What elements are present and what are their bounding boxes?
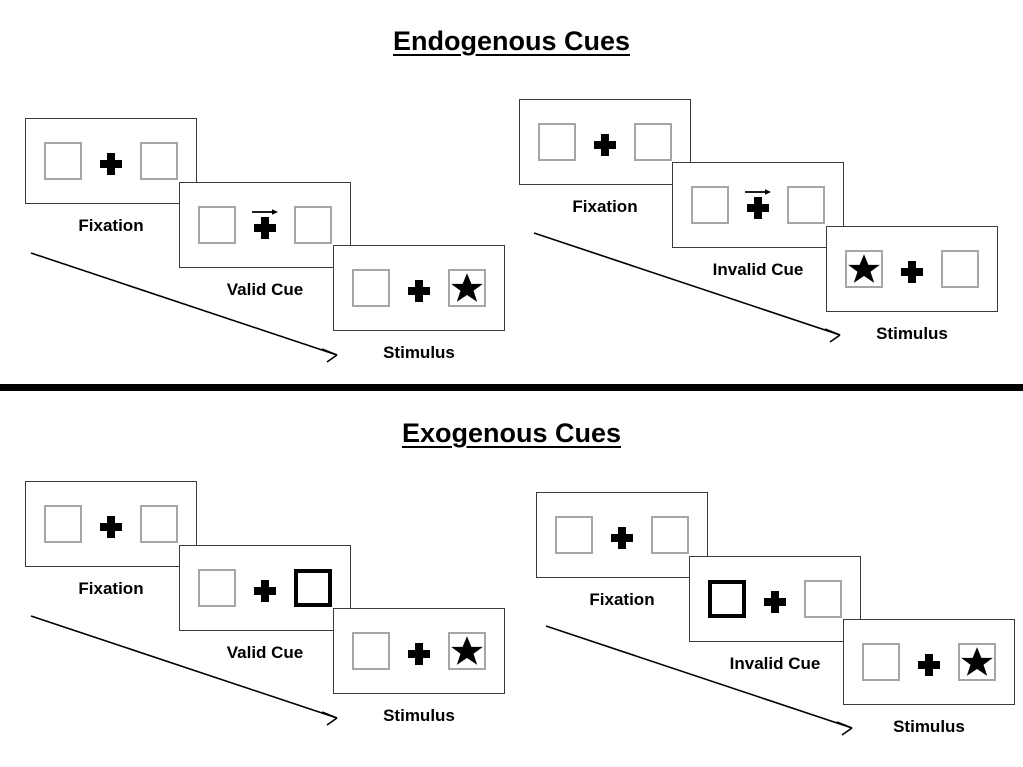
panel-label-invalid-cue: Invalid Cue xyxy=(729,654,821,673)
panel-label-fixation: Fixation xyxy=(589,590,655,609)
star-icon xyxy=(848,254,880,283)
placeholder-box-left xyxy=(198,206,236,244)
placeholder-box-right xyxy=(651,516,689,554)
fixation-cross-wrap xyxy=(897,250,927,288)
panel-exogenous-valid-stimulus xyxy=(333,608,505,694)
fixation-cross-icon xyxy=(100,153,122,175)
panel-label-fixation: Fixation xyxy=(572,197,638,216)
fixation-cross-icon xyxy=(594,134,616,156)
placeholder-box-left xyxy=(44,142,82,180)
section-title-endogenous: Endogenous Cues xyxy=(392,26,630,56)
time-flow-arrow-icon xyxy=(30,615,338,726)
fixation-cross-wrap xyxy=(590,123,620,161)
placeholder-box-right xyxy=(634,123,672,161)
time-flow-arrow-icon xyxy=(533,232,841,343)
fixation-cross-icon xyxy=(901,261,923,283)
panel-label-valid-cue: Valid Cue xyxy=(226,643,304,662)
star-icon xyxy=(451,273,483,302)
fixation-cross-icon xyxy=(611,527,633,549)
fixation-cross-wrap xyxy=(743,186,773,224)
fixation-cross-icon xyxy=(918,654,940,676)
panel-label-stimulus: Stimulus xyxy=(383,706,455,725)
cue-box-right xyxy=(294,569,332,607)
fixation-cross-wrap xyxy=(404,269,434,307)
panel-label-stimulus: Stimulus xyxy=(383,343,455,362)
fixation-cross-wrap xyxy=(914,643,944,681)
fixation-cross-icon xyxy=(408,280,430,302)
panel-label-valid-cue: Valid Cue xyxy=(226,280,304,299)
fixation-cross-wrap xyxy=(760,580,790,618)
stimulus-box-right xyxy=(958,643,996,681)
panel-label-fixation: Fixation xyxy=(78,579,144,598)
placeholder-box-left xyxy=(538,123,576,161)
fixation-cross-icon xyxy=(764,591,786,613)
fixation-cross-icon xyxy=(254,580,276,602)
cue-box-left xyxy=(708,580,746,618)
panel-endogenous-invalid-fixation xyxy=(519,99,691,185)
section-title-exogenous: Exogenous Cues xyxy=(401,418,622,448)
fixation-cross-wrap xyxy=(404,632,434,670)
panel-exogenous-invalid-cue xyxy=(689,556,861,642)
panel-label-stimulus: Stimulus xyxy=(876,324,948,343)
fixation-cross-icon xyxy=(747,197,769,219)
time-flow-arrow-icon xyxy=(545,625,853,736)
fixation-cross-wrap xyxy=(96,142,126,180)
panel-endogenous-invalid-stimulus xyxy=(826,226,998,312)
panel-exogenous-valid-fixation xyxy=(25,481,197,567)
panel-endogenous-valid-fixation xyxy=(25,118,197,204)
panel-label-stimulus: Stimulus xyxy=(893,717,965,736)
arrow-right-cue-icon xyxy=(745,189,771,195)
stimulus-box-right xyxy=(448,269,486,307)
placeholder-box-right xyxy=(804,580,842,618)
placeholder-box-right xyxy=(787,186,825,224)
star-icon xyxy=(961,647,993,676)
panel-exogenous-valid-cue xyxy=(179,545,351,631)
placeholder-box-left xyxy=(555,516,593,554)
placeholder-box-left xyxy=(352,632,390,670)
stimulus-box-right xyxy=(448,632,486,670)
fixation-cross-wrap xyxy=(250,569,280,607)
placeholder-box-right xyxy=(140,505,178,543)
fixation-cross-icon xyxy=(100,516,122,538)
fixation-cross-icon xyxy=(254,217,276,239)
placeholder-box-right xyxy=(941,250,979,288)
placeholder-box-left xyxy=(198,569,236,607)
panel-endogenous-valid-cue xyxy=(179,182,351,268)
placeholder-box-right xyxy=(294,206,332,244)
placeholder-box-right xyxy=(140,142,178,180)
placeholder-box-left xyxy=(352,269,390,307)
panel-endogenous-valid-stimulus xyxy=(333,245,505,331)
fixation-cross-wrap xyxy=(250,206,280,244)
star-icon xyxy=(451,636,483,665)
stimulus-box-left xyxy=(845,250,883,288)
panel-label-invalid-cue: Invalid Cue xyxy=(712,260,804,279)
panel-exogenous-invalid-stimulus xyxy=(843,619,1015,705)
fixation-cross-wrap xyxy=(96,505,126,543)
placeholder-box-left xyxy=(691,186,729,224)
arrow-right-cue-icon xyxy=(252,209,278,215)
placeholder-box-left xyxy=(44,505,82,543)
panel-exogenous-invalid-fixation xyxy=(536,492,708,578)
placeholder-box-left xyxy=(862,643,900,681)
fixation-cross-icon xyxy=(408,643,430,665)
panel-endogenous-invalid-cue xyxy=(672,162,844,248)
section-divider xyxy=(0,384,1023,391)
panel-label-fixation: Fixation xyxy=(78,216,144,235)
time-flow-arrow-icon xyxy=(30,252,338,363)
fixation-cross-wrap xyxy=(607,516,637,554)
